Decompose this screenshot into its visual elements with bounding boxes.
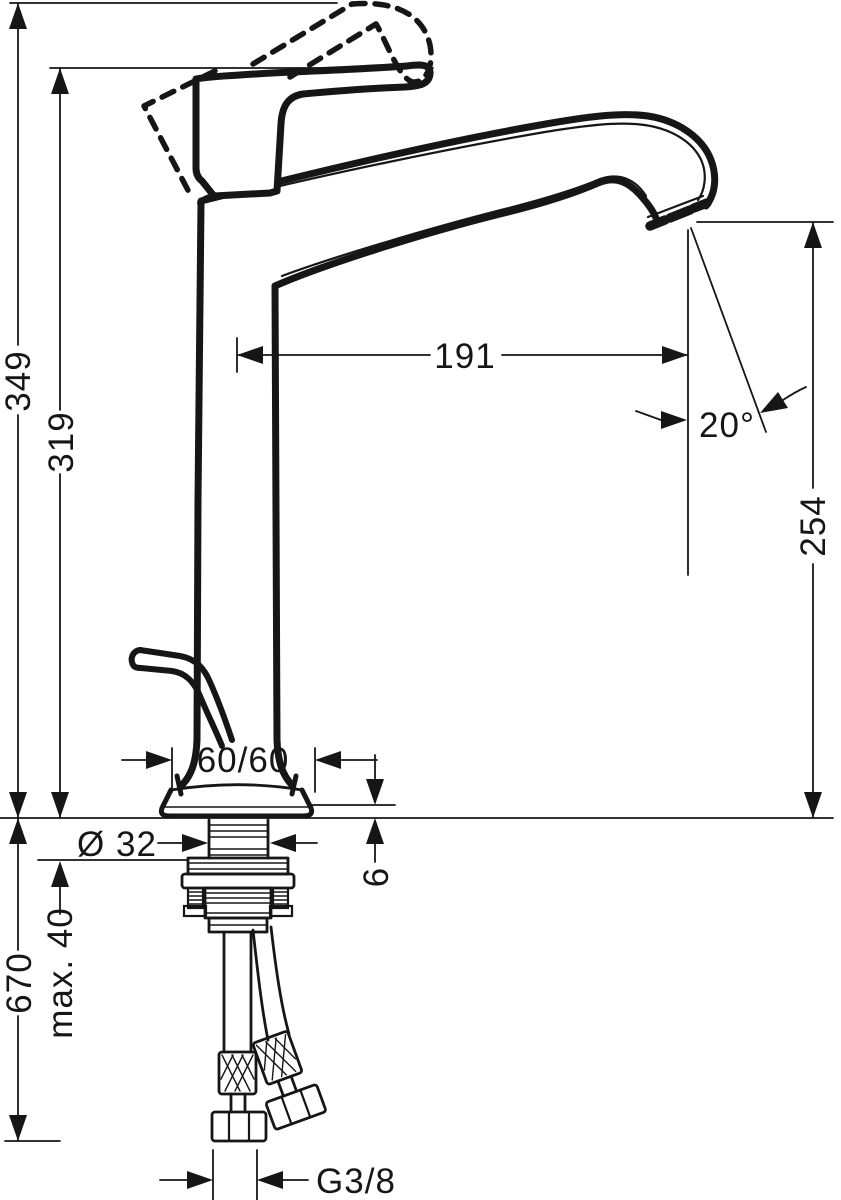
spout-top-inner — [236, 122, 706, 202]
dim-spout-reach: 191 — [434, 337, 495, 376]
faucet-outline — [128, 0, 719, 819]
column-left-edge — [179, 199, 205, 788]
column-right-edge — [271, 282, 295, 788]
dim-hose-length: 670 — [0, 952, 39, 1013]
dim-outlet-height: 254 — [794, 495, 833, 556]
hose-angled — [251, 925, 327, 1131]
aerator — [645, 194, 712, 231]
hose-straight — [210, 930, 268, 1143]
base-plinth — [158, 773, 315, 819]
dim-height-to-handle: 319 — [42, 411, 81, 472]
dim-max-mounting-thickness: max. 40 — [41, 907, 80, 1039]
dim-tap-hole-diameter: Ø 32 — [77, 825, 157, 864]
spout-top-edge — [197, 111, 719, 210]
dim-base-plate-height: 6 — [357, 867, 396, 887]
handle-body — [192, 61, 434, 200]
dimension-labels: 349 319 670 max. 40 254 6 191 20° 60/60 … — [0, 337, 833, 1200]
spout-bottom-inner — [280, 175, 648, 278]
dim-outlet-angle: 20° — [699, 406, 755, 445]
dimension-lines — [9, 2, 822, 1189]
mounting-hardware — [180, 818, 296, 934]
dim-overall-height: 349 — [0, 350, 38, 411]
spout-bottom-edge — [271, 176, 661, 290]
dim-connection-thread: G3/8 — [316, 1162, 396, 1200]
dim-base-footprint: 60/60 — [197, 741, 290, 780]
supply-hoses — [210, 925, 327, 1143]
handle-motion-dashed — [141, 0, 434, 199]
waste-lever — [128, 647, 235, 749]
